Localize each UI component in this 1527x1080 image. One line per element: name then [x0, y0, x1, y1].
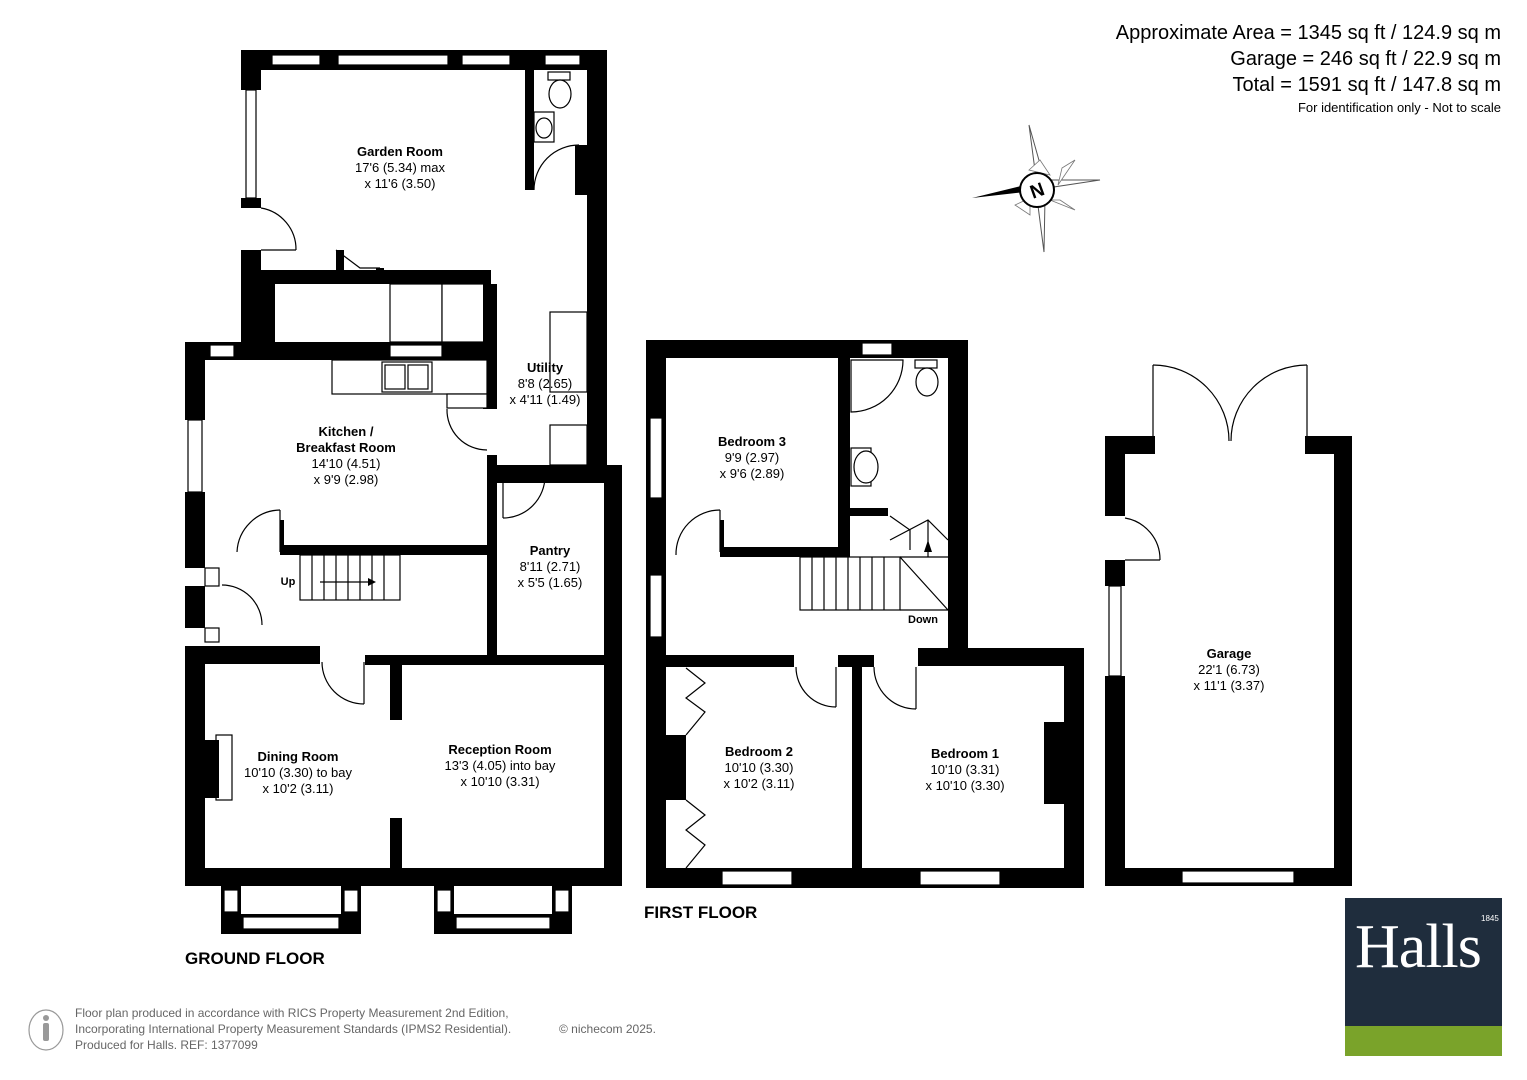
bedroom1-dim1: 10'10 (3.31): [931, 762, 1000, 777]
footer-notes: Floor plan produced in accordance with R…: [75, 1005, 656, 1053]
person-icon: [28, 1009, 64, 1051]
garden-room-dim2: x 11'6 (3.50): [365, 176, 436, 191]
footer-line1: Floor plan produced in accordance with R…: [75, 1006, 509, 1020]
ground-floor-plan: [185, 50, 622, 934]
reception-room-dim1: 13'3 (4.05) into bay: [445, 758, 556, 773]
garage-dim2: x 11'1 (3.37): [1194, 678, 1265, 693]
footer-line3: Produced for Halls. REF: 1377099: [75, 1038, 258, 1052]
dining-room-dim1: 10'10 (3.30) to bay: [244, 765, 352, 780]
kitchen-dim2: x 9'9 (2.98): [314, 472, 379, 487]
logo-bar: [1345, 1026, 1502, 1056]
bedroom1-name: Bedroom 1: [931, 746, 999, 761]
ground-stairs-icon: [299, 554, 401, 601]
garage-name: Garage: [1207, 646, 1252, 661]
logo-year: 1845: [1481, 914, 1499, 923]
first-floor-label: FIRST FLOOR: [644, 903, 757, 922]
pantry-dim2: x 5'5 (1.65): [518, 575, 583, 590]
scale-note: For identification only - Not to scale: [1297, 100, 1501, 115]
dining-room-dim2: x 10'2 (3.11): [263, 781, 334, 796]
kitchen-name-line2: Breakfast Room: [296, 440, 396, 455]
kitchen-name-line1: Kitchen /: [319, 424, 374, 439]
garage-plan: [1105, 364, 1352, 886]
bedroom3-dim2: x 9'6 (2.89): [720, 466, 785, 481]
utility-name: Utility: [527, 360, 564, 375]
garage-area: Garage = 246 sq ft / 22.9 sq m: [1230, 48, 1501, 70]
bedroom3-name: Bedroom 3: [718, 434, 786, 449]
compass-letter: N: [1027, 179, 1047, 203]
ground-floor-label: GROUND FLOOR: [185, 949, 325, 968]
stairs-down-label: Down: [908, 614, 938, 626]
compass-icon: N: [972, 124, 1101, 253]
utility-dim1: 8'8 (2.65): [518, 376, 573, 391]
total-area: Total = 1591 sq ft / 147.8 sq m: [1232, 74, 1502, 96]
bedroom1-dim2: x 10'10 (3.30): [925, 778, 1004, 793]
approx-area: Approximate Area = 1345 sq ft / 124.9 sq…: [1115, 22, 1501, 44]
pantry-name: Pantry: [530, 543, 571, 558]
bedroom2-dim1: 10'10 (3.30): [725, 760, 794, 775]
reception-room-name: Reception Room: [448, 742, 551, 757]
area-summary: Approximate Area = 1345 sq ft / 124.9 sq…: [1116, 20, 1501, 118]
bedroom2-dim2: x 10'2 (3.11): [724, 776, 795, 791]
utility-dim2: x 4'11 (1.49): [510, 392, 581, 407]
pantry-dim1: 8'11 (2.71): [520, 559, 581, 574]
garage-dim1: 22'1 (6.73): [1198, 662, 1260, 677]
first-floor-plan: [646, 340, 1084, 888]
halls-logo: Halls 1845: [1345, 898, 1502, 1056]
first-stairs-icon: [799, 519, 949, 611]
dining-room-name: Dining Room: [258, 749, 339, 764]
kitchen-dim1: 14'10 (4.51): [312, 456, 381, 471]
reception-room-dim2: x 10'10 (3.31): [460, 774, 539, 789]
garden-room-dim1: 17'6 (5.34) max: [355, 160, 445, 175]
footer-line2: Incorporating International Property Mea…: [75, 1022, 512, 1036]
bedroom2-name: Bedroom 2: [725, 744, 793, 759]
logo-word: Halls: [1355, 913, 1482, 981]
stairs-up-label: Up: [281, 576, 296, 588]
bedroom3-dim1: 9'9 (2.97): [725, 450, 780, 465]
garden-room-name: Garden Room: [357, 144, 443, 159]
footer-copyright: © nichecom 2025.: [559, 1022, 656, 1036]
